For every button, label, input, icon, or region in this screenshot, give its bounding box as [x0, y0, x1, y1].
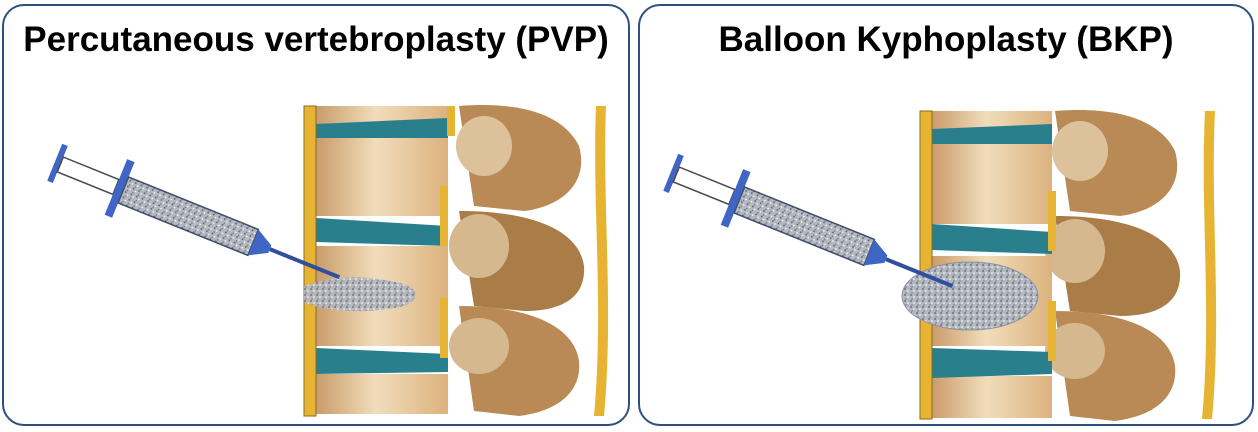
spine-illustration: [304, 105, 608, 416]
vertebral-body-1: [932, 144, 1052, 224]
vertebral-body-3: [316, 374, 448, 414]
syringe-barrel: [118, 177, 258, 255]
disc-2: [316, 218, 448, 246]
posterior-ligament-outer: [1202, 111, 1216, 419]
syringe-barrel: [734, 187, 874, 265]
facet-lower: [449, 318, 509, 374]
syringe-plunger: [673, 167, 735, 204]
anterior-ligament: [920, 111, 932, 419]
facet-middle: [449, 214, 509, 278]
posterior-ligament-2: [1048, 191, 1056, 251]
pvp-panel: Percutaneous vertebroplasty (PVP): [2, 4, 630, 426]
posterior-ligament-3: [1048, 301, 1056, 361]
vertebral-body-1: [316, 136, 448, 216]
vertebral-body-3: [932, 376, 1052, 418]
syringe-plunger: [57, 157, 119, 194]
posterior-ligament-3: [440, 298, 448, 358]
anterior-ligament: [304, 106, 316, 416]
disc-3: [932, 348, 1052, 378]
posterior-ligament-2: [440, 186, 448, 246]
disc-2: [932, 224, 1052, 254]
bkp-illustration: [640, 6, 1254, 426]
posterior-ligament-1: [447, 106, 455, 136]
facet-upper: [1052, 121, 1108, 181]
facet-upper: [456, 116, 512, 176]
bkp-panel: Balloon Kyphoplasty (BKP): [638, 4, 1254, 426]
spine-illustration: [902, 110, 1216, 421]
posterior-ligament-outer: [594, 106, 608, 416]
disc-3: [316, 348, 448, 374]
pvp-illustration: [4, 6, 630, 426]
